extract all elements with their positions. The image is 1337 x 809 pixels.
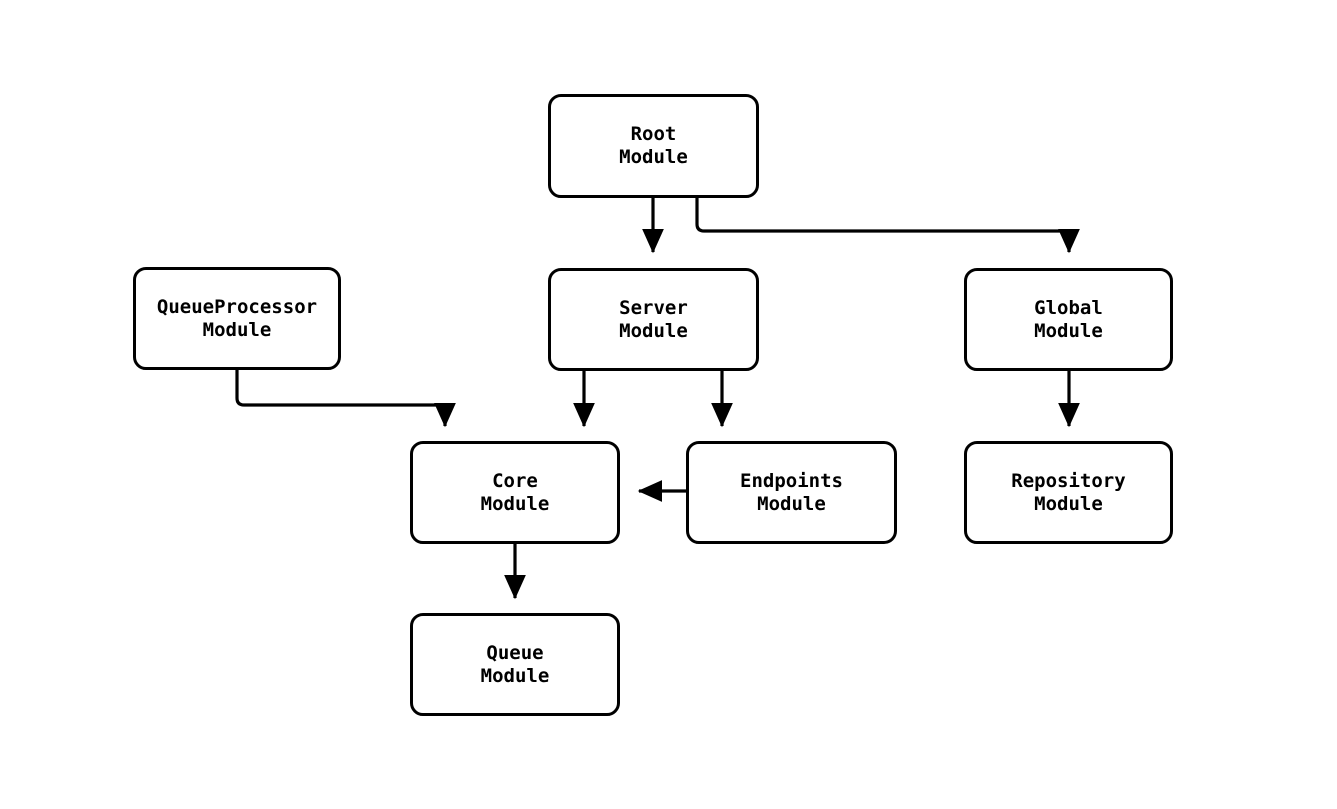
node-repository-label: Repository xyxy=(1011,469,1126,492)
node-queue-sublabel: Module xyxy=(480,664,550,687)
edge-root-to-global xyxy=(695,198,1080,254)
node-global-sublabel: Module xyxy=(1034,319,1103,342)
node-core-sublabel: Module xyxy=(480,492,550,515)
node-repository[interactable]: Repository Module xyxy=(964,441,1173,544)
node-server-label: Server xyxy=(619,296,688,319)
node-root-label: Root xyxy=(630,123,677,145)
node-repository-sublabel: Module xyxy=(1034,492,1103,515)
node-server[interactable]: Server Module xyxy=(548,268,759,371)
node-root[interactable]: Root Module xyxy=(548,94,759,198)
node-queueprocessor[interactable]: QueueProcessor Module xyxy=(133,267,341,370)
node-endpoints-label: Endpoints xyxy=(740,469,843,492)
node-queueprocessor-sublabel: Module xyxy=(202,318,272,341)
node-queue[interactable]: Queue Module xyxy=(410,613,620,716)
node-queueprocessor-label: QueueProcessor xyxy=(156,295,318,318)
node-root-sublabel: Module xyxy=(619,146,688,168)
node-server-sublabel: Module xyxy=(619,319,688,342)
node-endpoints[interactable]: Endpoints Module xyxy=(686,441,897,544)
node-core[interactable]: Core Module xyxy=(410,441,620,544)
node-global-label: Global xyxy=(1034,296,1103,319)
node-global[interactable]: Global Module xyxy=(964,268,1173,371)
node-endpoints-sublabel: Module xyxy=(757,492,826,515)
node-queue-label: Queue xyxy=(486,641,544,664)
node-core-label: Core xyxy=(492,469,538,492)
edge-queueprocessor-to-core xyxy=(235,370,456,428)
